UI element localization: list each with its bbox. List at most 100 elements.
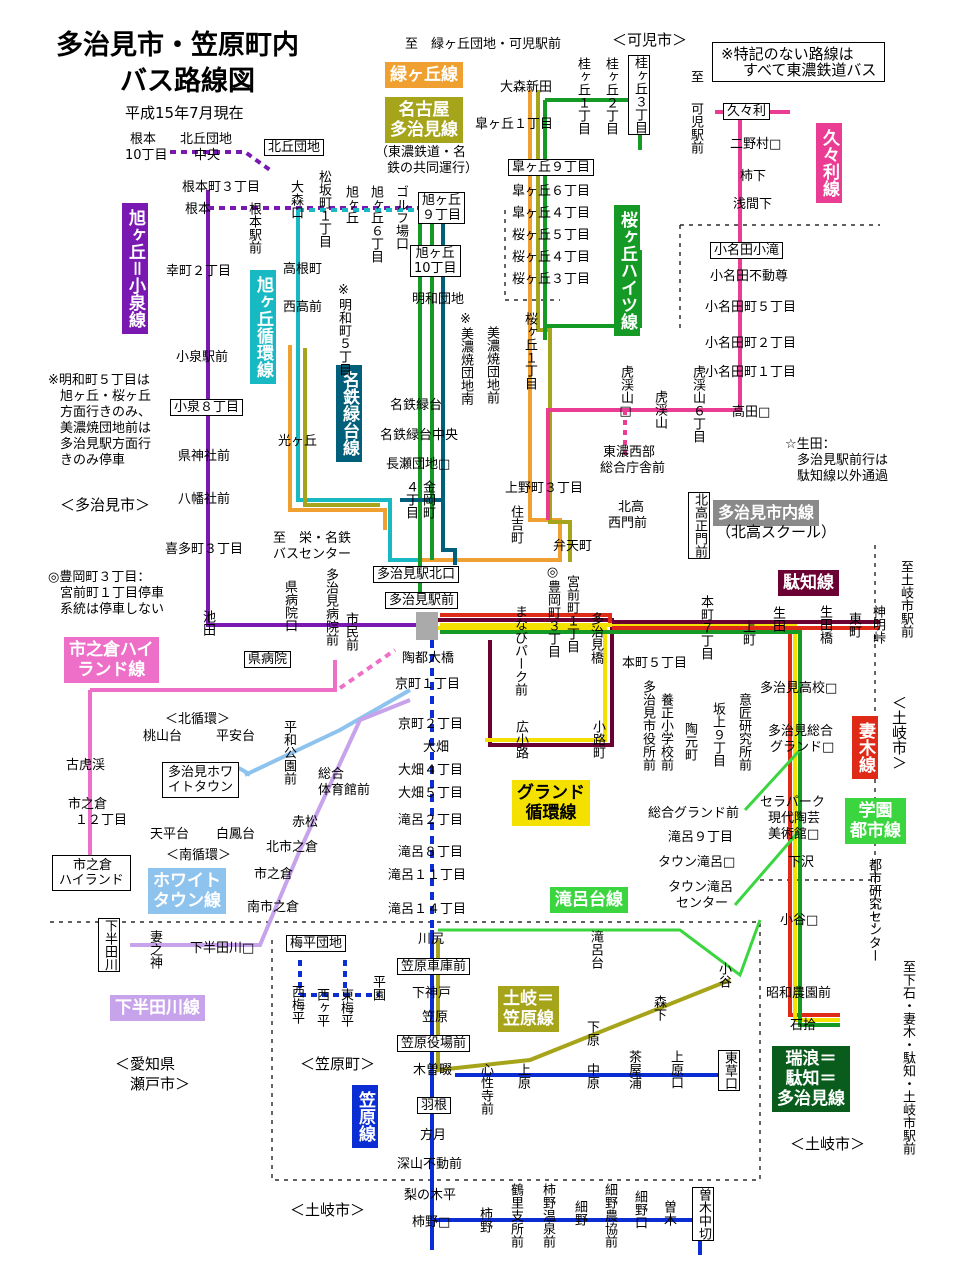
caption-toki-kasahara-line: 笠原線 <box>503 1009 554 1029</box>
stop-label: 梅平団地 <box>286 935 347 952</box>
caption-meitetsu: 名鉄緑台線 <box>336 365 362 462</box>
stop-label: 滝呂９丁目 <box>668 830 734 845</box>
stop-label: 曽木中切 <box>692 1187 714 1241</box>
caption-nagoya-note-line: 鉄の共同運行） <box>387 161 479 176</box>
caption-toki-kasahara: 土岐＝ 笠原線 <box>498 986 559 1032</box>
stop-label: 赤松 <box>292 815 319 830</box>
stop-label: 妻之神 <box>147 930 162 969</box>
stop-label: センター <box>676 896 729 911</box>
stop-label: 東町 <box>846 612 861 638</box>
stop-label: 桜ヶ丘３丁目 <box>512 272 591 287</box>
caption-asahigaoka-loop: 旭ヶ丘循環線 <box>250 270 276 384</box>
stop-label: 柿下 <box>740 169 767 184</box>
stop-label: 笠原役場前 <box>397 1035 471 1052</box>
region-kani: ＜可児市＞ <box>612 31 688 49</box>
boundary-kani-east <box>679 224 880 330</box>
region-kasahara: ＜笠原町＞ <box>300 1055 376 1073</box>
stop-label: 体育館前 <box>318 783 371 798</box>
stop-label: 桜ヶ丘４丁目 <box>512 250 591 265</box>
stop-label: 大畑４丁目 <box>398 763 464 778</box>
stop-label: 上原 <box>515 1063 530 1089</box>
stop-label: 森下 <box>651 995 666 1021</box>
stop-label: 細野口 <box>632 1190 647 1229</box>
stop-label: 意匠研究所前 <box>736 693 751 771</box>
stop-label: ９丁目 <box>422 208 462 223</box>
caption-gakuen-line: 学園 <box>858 801 893 821</box>
caption-ichinokura-line: 市之倉ハイ <box>69 640 154 660</box>
stop-label: 小名田町１丁目 <box>705 365 797 380</box>
stop-label: 総合庁舎前 <box>600 461 666 476</box>
stop-label: 本町７丁目 <box>698 595 713 660</box>
stop-label: イトタウン <box>168 780 234 795</box>
stop-label: 10丁目 <box>125 148 168 163</box>
stop-label: 至 緑ヶ丘団地・可児駅前 <box>405 37 562 52</box>
note-meiwacho-line: 方面行きのみ、 <box>60 405 152 420</box>
caption-midorigaoka: 緑ヶ丘線 <box>385 62 463 88</box>
stop-label: 宮前町１丁目 <box>564 575 579 653</box>
stop-label: 深山不動前 <box>397 1157 463 1172</box>
stop-label: 養正小学校前 <box>658 693 673 771</box>
stop-label: 柿野温泉前 <box>540 1183 555 1248</box>
stop-label: 虎渓山６丁目 <box>690 365 705 443</box>
stop-label: 大畑 <box>423 740 450 755</box>
caption-kasahara: 笠原線 <box>352 1085 378 1148</box>
stop-label: 羽根 <box>417 1097 452 1114</box>
stop-label: 陶元町 <box>682 722 697 761</box>
stop-label: 上町 <box>740 620 755 646</box>
caption-toki-kasahara-line: 土岐＝ <box>503 989 554 1009</box>
stop-label: 古虎渓 <box>66 758 106 773</box>
caption-dachi: 駄知線 <box>778 570 839 596</box>
stop-label: ハイランド <box>59 873 124 888</box>
stop-label: タウン滝呂 <box>668 880 734 895</box>
stop-label: 滝呂台 <box>588 930 603 969</box>
region-toki-mid: ＜土岐市＞ <box>790 1135 866 1153</box>
note-meiwacho-line: 旭ヶ丘・桜ヶ丘 <box>60 389 152 404</box>
stop-label: 根本 <box>130 132 157 147</box>
caption-white-town-line: ホワイト <box>153 871 221 891</box>
stop-label: 東草口 <box>718 1050 740 1091</box>
stop-label: 平安台 <box>216 729 256 744</box>
legend-note-line1: ※特記のない路線は <box>721 45 854 63</box>
stop-label: 広小路 <box>513 720 528 759</box>
stop-label: 柿野□ <box>412 1215 451 1230</box>
stop-label: 皐ヶ丘９丁目 <box>508 159 595 176</box>
note-ikuta-line: ☆生田： <box>785 437 836 452</box>
stop-label: 虎渓山 <box>652 390 667 429</box>
stop-label: 旭ヶ丘 <box>422 193 462 208</box>
stop-label: 名鉄緑台 <box>390 398 443 413</box>
stop-label: 多治見橋 <box>588 612 603 664</box>
stop-label: 多治見駅前 <box>385 592 459 609</box>
stop-label: 京町１丁目 <box>395 677 461 692</box>
stop-label: 幸町２丁目 <box>166 264 232 279</box>
stop-label: 高田□ <box>732 405 771 420</box>
stop-label: 細野農協前 <box>602 1183 617 1248</box>
caption-kukuri: 久々利線 <box>816 123 842 203</box>
caption-tajimi-city: 多治見市内線 <box>713 500 820 526</box>
stop-label: 本町５丁目 <box>622 656 688 671</box>
caption-grand: グランド 循環線 <box>512 780 590 826</box>
note-ikuta-line: 駄知線以外通過 <box>797 469 889 484</box>
stop-label: 旭ヶ丘 <box>343 185 358 224</box>
stop-label: 県病院 <box>244 651 292 668</box>
stop-label: 柿野 <box>477 1207 492 1233</box>
stop-label: 県神社前 <box>178 449 231 464</box>
caption-shimohandagawa: 下半田川線 <box>110 995 205 1021</box>
note-meiwacho-line: 多治見駅方面行 <box>60 437 152 452</box>
stop-label: 下神戸 <box>412 986 452 1001</box>
stop-label: ゴルフ場口 <box>393 185 408 250</box>
stop-label: 北丘団地 <box>264 139 325 156</box>
stop-label: 桂ヶ丘３丁目 <box>628 55 650 135</box>
stop-label: 桜ヶ丘１丁目 <box>522 312 537 390</box>
stop-label: 多治見病院前 <box>323 568 338 646</box>
stop-label: 西ヶ平 <box>314 988 329 1027</box>
stop-label: 笠原 <box>422 1010 449 1025</box>
route-south-west <box>88 648 411 947</box>
stop-label: 平和公園前 <box>281 720 296 785</box>
stop-label: 美術館□ <box>768 827 820 842</box>
stop-label: 北市之倉 <box>266 840 319 855</box>
stop-label: 中央 <box>194 148 221 163</box>
stop-label: セラパーク <box>760 795 825 810</box>
stop-label: 昭和農園前 <box>766 986 832 1001</box>
stop-label: 至土岐市駅前 <box>898 560 913 638</box>
